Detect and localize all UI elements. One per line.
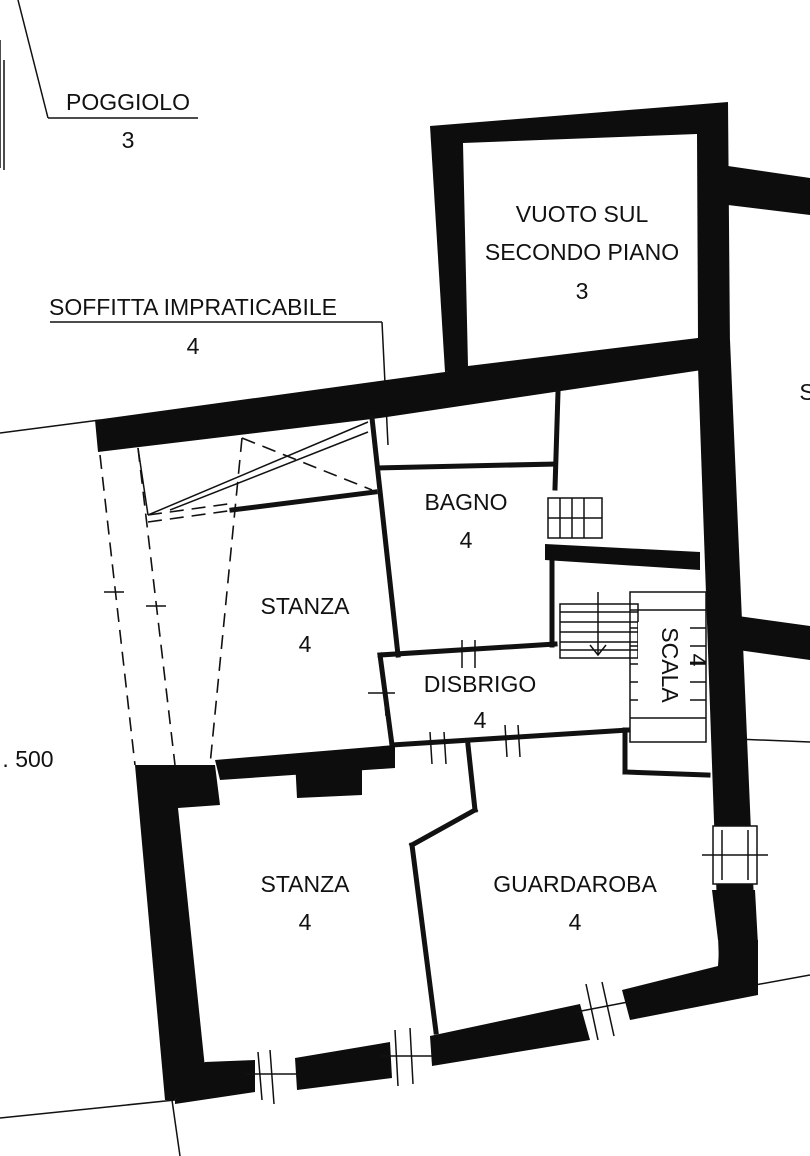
room-label-disbrigo: DISBRIGO 4 (424, 671, 536, 733)
perimeter-walls (95, 338, 758, 1104)
right-cut-label: S (799, 379, 810, 405)
exterior-lines-top-left (0, 0, 198, 170)
room-level: 3 (576, 278, 589, 304)
room-name-line1: VUOTO SUL (516, 201, 649, 227)
right-wall-stubs (728, 166, 810, 660)
room-level: 4 (460, 527, 473, 553)
room-name: GUARDAROBA (493, 871, 657, 897)
door-marks (368, 640, 521, 765)
stairs (547, 497, 707, 743)
room-name: STANZA (260, 871, 350, 897)
vuoto-box-walls (430, 102, 730, 372)
room-label-guardaroba: GUARDAROBA 4 (493, 871, 657, 935)
soffitta-roof-lines (99, 421, 373, 766)
exterior-diagonals (0, 419, 810, 1156)
interior-walls (215, 389, 711, 1035)
bottom-windows (245, 981, 629, 1105)
room-level: 4 (299, 909, 312, 935)
room-level: 4 (474, 707, 487, 733)
right-window (702, 825, 768, 885)
room-name: STANZA (260, 593, 350, 619)
room-level: 4 (569, 909, 582, 935)
room-name-line2: SECONDO PIANO (485, 239, 679, 265)
room-name: SCALA (657, 627, 683, 703)
room-label-vuoto: VUOTO SUL SECONDO PIANO 3 (485, 201, 679, 304)
left-elevation-label: . 500 (2, 746, 53, 772)
room-name: BAGNO (424, 489, 507, 515)
room-label-stanza-lower: STANZA 4 (260, 871, 350, 935)
room-label-bagno: BAGNO 4 (424, 489, 507, 553)
room-label-stanza-upper: STANZA 4 (260, 593, 350, 657)
room-name: DISBRIGO (424, 671, 536, 697)
room-name: SOFFITTA IMPRATICABILE (49, 294, 337, 320)
room-level: 4 (299, 631, 312, 657)
room-label-soffitta: SOFFITTA IMPRATICABILE 4 (49, 294, 337, 359)
room-label-poggiolo: POGGIOLO 3 (66, 89, 190, 153)
room-label-scala: SCALA 4 (657, 627, 711, 703)
room-name: POGGIOLO (66, 89, 190, 115)
room-level: 3 (122, 127, 135, 153)
room-level: 4 (187, 333, 200, 359)
room-level: 4 (685, 654, 711, 667)
